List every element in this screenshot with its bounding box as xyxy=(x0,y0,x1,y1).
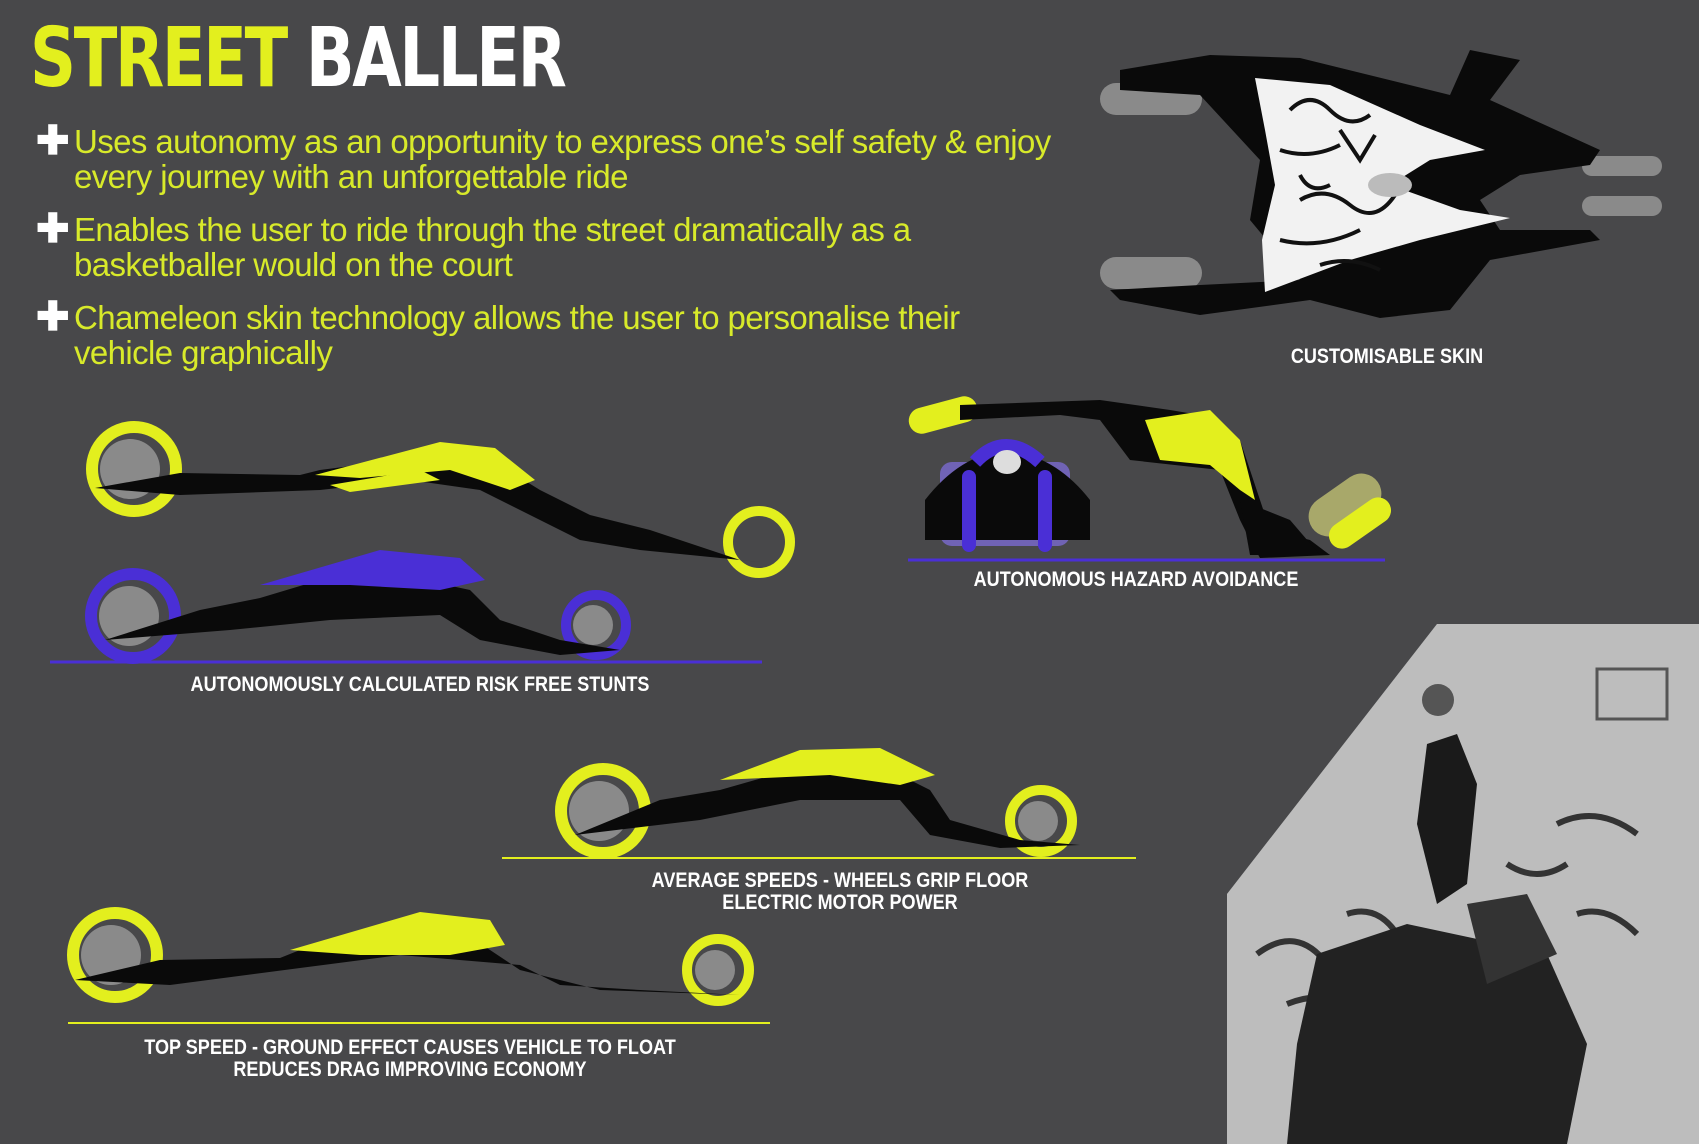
basketball-street-photo xyxy=(1227,624,1699,1144)
plus-icon: ✚ xyxy=(36,295,70,339)
stunt-vehicles xyxy=(50,421,795,664)
caption-hazard-avoidance: AUTONOMOUS HAZARD AVOIDANCE xyxy=(973,568,1299,591)
top-view-vehicle xyxy=(1100,50,1662,318)
caption-average-speeds: AVERAGE SPEEDS - WHEELS GRIP FLOOR ELECT… xyxy=(625,870,1055,914)
title-word-street: STREET xyxy=(30,11,288,106)
caption-top-speed-line2: REDUCES DRAG IMPROVING ECONOMY xyxy=(233,1058,587,1081)
caption-average-speeds-line2: ELECTRIC MOTOR POWER xyxy=(722,891,958,914)
plus-icon: ✚ xyxy=(36,207,70,251)
plus-icon: ✚ xyxy=(36,119,70,163)
caption-risk-free-stunts: AUTONOMOUSLY CALCULATED RISK FREE STUNTS xyxy=(190,673,650,696)
caption-average-speeds-line1: AVERAGE SPEEDS - WHEELS GRIP FLOOR xyxy=(651,869,1029,892)
feature-list: ✚ Uses autonomy as an opportunity to exp… xyxy=(36,119,1056,388)
title-word-baller: BALLER xyxy=(305,11,567,106)
top-speed-vehicle xyxy=(67,907,770,1024)
caption-top-speed-line1: TOP SPEED - GROUND EFFECT CAUSES VEHICLE… xyxy=(144,1036,676,1059)
hazard-avoidance-vehicle xyxy=(908,396,1392,562)
caption-customisable-skin: CUSTOMISABLE SKIN xyxy=(1290,345,1484,368)
feature-item: ✚ Uses autonomy as an opportunity to exp… xyxy=(36,119,1056,195)
feature-text: Chameleon skin technology allows the use… xyxy=(74,299,960,371)
caption-top-speed: TOP SPEED - GROUND EFFECT CAUSES VEHICLE… xyxy=(135,1037,685,1081)
feature-text: Uses autonomy as an opportunity to expre… xyxy=(74,123,1051,195)
feature-text: Enables the user to ride through the str… xyxy=(74,211,911,283)
feature-item: ✚ Chameleon skin technology allows the u… xyxy=(36,295,1056,371)
average-speed-vehicle xyxy=(502,748,1136,859)
feature-item: ✚ Enables the user to ride through the s… xyxy=(36,207,1056,283)
page-title: STREET BALLER xyxy=(30,18,567,100)
